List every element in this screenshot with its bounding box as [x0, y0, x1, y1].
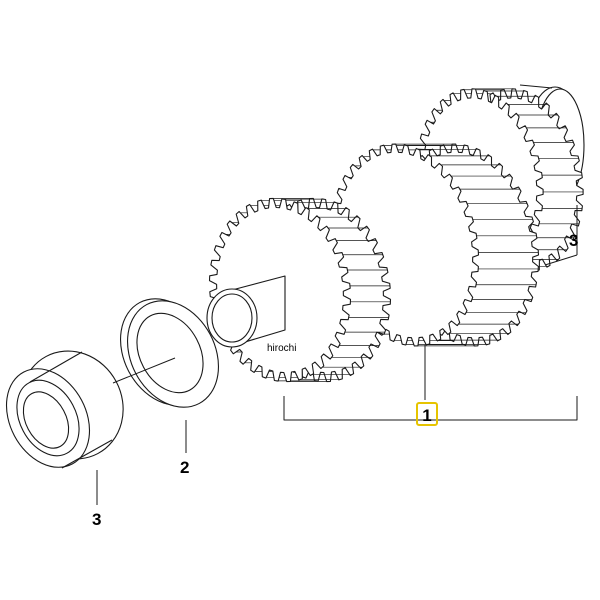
callout-part-2: 2 [180, 458, 190, 477]
callout-part-3-right: 3 [569, 231, 579, 250]
roller-bearing [5, 350, 124, 469]
callout-part-1: 1 [416, 402, 438, 426]
thrust-washer [119, 298, 220, 408]
watermark-text: hirochi [267, 343, 297, 354]
shaft-stub [206, 275, 286, 348]
callout-part-3-bearing: 3 [92, 510, 102, 529]
leader-lines [96, 205, 578, 505]
